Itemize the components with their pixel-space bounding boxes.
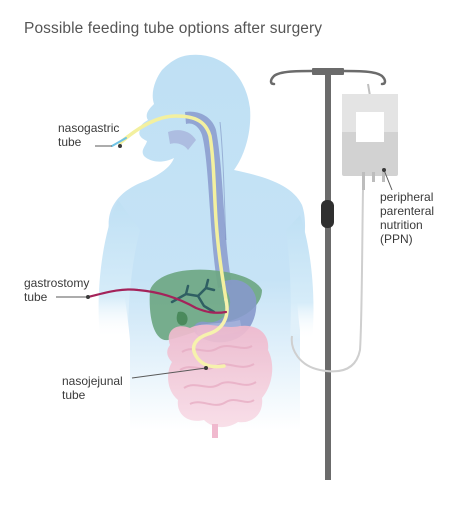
leader-dots bbox=[86, 144, 386, 370]
nasojejunal-tube bbox=[191, 298, 229, 369]
nasogastric-tube bbox=[118, 114, 228, 302]
nasogastric-tube-end bbox=[111, 137, 127, 147]
label-text: peripheral bbox=[380, 190, 434, 204]
label-text: gastrostomy bbox=[24, 276, 90, 290]
label-text: parenteral bbox=[380, 204, 435, 218]
left-arm bbox=[98, 200, 140, 338]
leader-lines bbox=[56, 145, 393, 379]
label-text: nasojejunal bbox=[62, 374, 123, 388]
pole-clamp bbox=[321, 200, 334, 228]
diagram-title: Possible feeding tube options after surg… bbox=[24, 20, 323, 37]
label-nasogastric-tube: nasogastric tube bbox=[58, 121, 119, 149]
label-gastrostomy-tube: gastrostomy tube bbox=[24, 276, 89, 304]
right-arm bbox=[286, 215, 314, 340]
label-text: tube bbox=[24, 290, 48, 304]
label-text: nutrition bbox=[380, 218, 423, 232]
label-text: tube bbox=[58, 135, 82, 149]
iv-line bbox=[290, 189, 364, 373]
label-nasojejunal-tube: nasojejunal tube bbox=[62, 374, 123, 402]
iv-pole bbox=[269, 68, 387, 480]
gastrostomy-tube bbox=[86, 288, 228, 314]
ppn-bag bbox=[290, 83, 398, 373]
gallbladder bbox=[176, 311, 188, 326]
label-text: tube bbox=[62, 388, 86, 402]
bile-ducts bbox=[170, 278, 216, 314]
label-text: nasogastric bbox=[58, 121, 120, 135]
nasojejunal-tube-outline bbox=[219, 121, 227, 241]
label-ppn: peripheral parenteral nutrition (PPN) bbox=[380, 190, 434, 246]
esophagus bbox=[168, 111, 232, 288]
label-text: (PPN) bbox=[380, 232, 413, 246]
